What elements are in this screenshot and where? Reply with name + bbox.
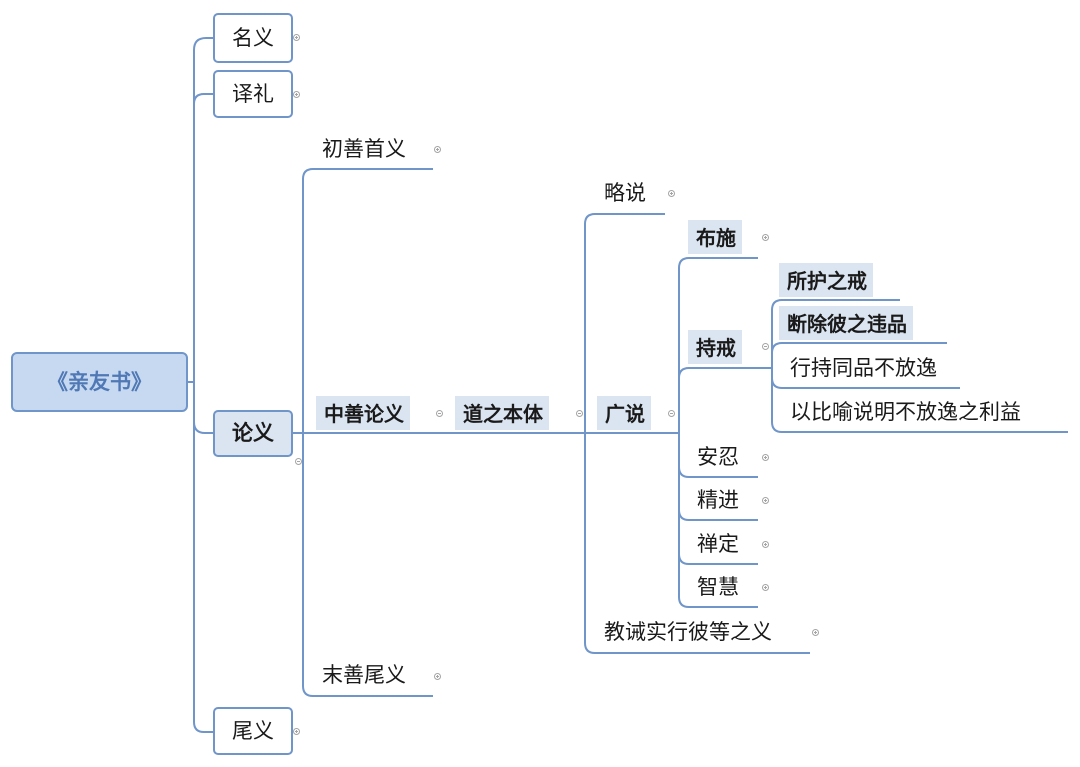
node-label: 断除彼之违品 bbox=[787, 312, 907, 336]
expand-icon[interactable] bbox=[762, 584, 769, 591]
node-label: 尾义 bbox=[232, 718, 274, 743]
node-lue-shuo[interactable]: 略说 bbox=[604, 183, 646, 204]
node-mo-shan[interactable]: 末善尾义 bbox=[322, 665, 406, 686]
node-label: 末善尾义 bbox=[322, 663, 406, 687]
expand-icon[interactable] bbox=[668, 190, 675, 197]
node-label: 以比喻说明不放逸之利益 bbox=[790, 400, 1021, 424]
node-label: 广说 bbox=[605, 402, 645, 426]
collapse-icon[interactable] bbox=[295, 458, 302, 465]
node-chi-jie[interactable]: 持戒 bbox=[688, 330, 742, 364]
node-wei-yi[interactable]: 尾义 bbox=[213, 707, 293, 755]
node-label: 安忍 bbox=[697, 445, 739, 469]
expand-icon[interactable] bbox=[293, 34, 300, 41]
node-label: 译礼 bbox=[232, 81, 274, 106]
expand-icon[interactable] bbox=[434, 673, 441, 680]
node-label: 名义 bbox=[232, 25, 274, 50]
expand-icon[interactable] bbox=[762, 234, 769, 241]
node-label: 论义 bbox=[232, 421, 274, 445]
expand-icon[interactable] bbox=[434, 146, 441, 153]
node-bu-shi[interactable]: 布施 bbox=[688, 220, 742, 254]
node-guang-shuo[interactable]: 广说 bbox=[597, 396, 651, 430]
expand-icon[interactable] bbox=[293, 728, 300, 735]
node-an-ren[interactable]: 安忍 bbox=[697, 447, 739, 468]
node-label: 道之本体 bbox=[463, 402, 543, 426]
node-duan-chu[interactable]: 断除彼之违品 bbox=[779, 306, 913, 340]
node-label: 初善首义 bbox=[322, 137, 406, 161]
node-label: 所护之戒 bbox=[787, 269, 867, 293]
node-label: 持戒 bbox=[696, 336, 736, 360]
node-dao-benti[interactable]: 道之本体 bbox=[455, 396, 549, 430]
node-chu-shan[interactable]: 初善首义 bbox=[322, 139, 406, 160]
node-ming-yi[interactable]: 名义 bbox=[213, 13, 293, 63]
node-lun-yi[interactable]: 论义 bbox=[213, 410, 293, 457]
node-xing-chi[interactable]: 行持同品不放逸 bbox=[790, 358, 937, 379]
collapse-icon[interactable] bbox=[668, 410, 675, 417]
node-label: 布施 bbox=[696, 226, 736, 250]
expand-icon[interactable] bbox=[812, 629, 819, 636]
collapse-icon[interactable] bbox=[436, 410, 443, 417]
node-zhi-hui[interactable]: 智慧 bbox=[697, 577, 739, 598]
expand-icon[interactable] bbox=[762, 497, 769, 504]
expand-icon[interactable] bbox=[762, 454, 769, 461]
expand-icon[interactable] bbox=[293, 91, 300, 98]
node-jiao-jie[interactable]: 教诫实行彼等之义 bbox=[604, 622, 772, 643]
node-yi-li[interactable]: 译礼 bbox=[213, 70, 293, 118]
node-jing-jin[interactable]: 精进 bbox=[697, 490, 739, 511]
node-label: 禅定 bbox=[697, 532, 739, 556]
root-label: 《亲友书》 bbox=[47, 369, 152, 394]
node-zhong-shan[interactable]: 中善论义 bbox=[316, 396, 410, 430]
node-suo-hu[interactable]: 所护之戒 bbox=[779, 263, 873, 297]
node-yi-biyu[interactable]: 以比喻说明不放逸之利益 bbox=[790, 402, 1021, 423]
node-label: 教诫实行彼等之义 bbox=[604, 620, 772, 644]
node-label: 中善论义 bbox=[324, 402, 404, 426]
node-chan-ding[interactable]: 禅定 bbox=[697, 534, 739, 555]
collapse-icon[interactable] bbox=[576, 410, 583, 417]
collapse-icon[interactable] bbox=[762, 343, 769, 350]
node-label: 智慧 bbox=[697, 575, 739, 599]
node-label: 精进 bbox=[697, 488, 739, 512]
expand-icon[interactable] bbox=[762, 541, 769, 548]
root-node[interactable]: 《亲友书》 bbox=[11, 352, 188, 412]
node-label: 略说 bbox=[604, 181, 646, 205]
node-label: 行持同品不放逸 bbox=[790, 356, 937, 380]
